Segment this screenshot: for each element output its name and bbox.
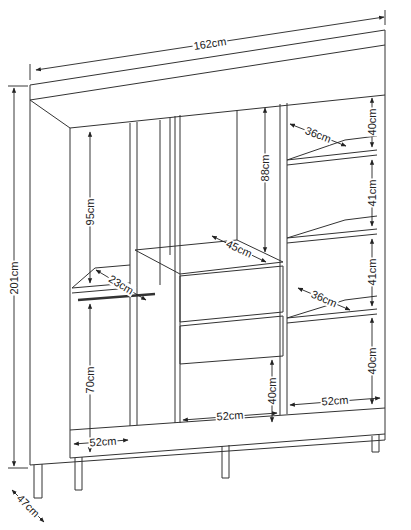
plinth [70, 408, 385, 458]
divider-center-left [175, 115, 180, 423]
dimension-label: 88cm [260, 154, 271, 183]
left-side-inner [70, 128, 71, 458]
dimension-lines [8, 10, 385, 522]
dimension-label: 45cm [224, 238, 255, 260]
dimension-label: 47cm [14, 492, 42, 520]
outer-outline [30, 30, 385, 465]
dimension-label: 52cm [215, 410, 245, 423]
dimension-label: 40cm [367, 108, 378, 137]
drawer [180, 266, 283, 322]
dimension-label: 41cm [367, 258, 378, 287]
dimension-label: 36cm [309, 288, 340, 309]
shelf [287, 216, 377, 243]
dimension-label: 162cm [192, 36, 228, 52]
dimension-label: 40cm [367, 347, 378, 376]
dimension-line [212, 236, 266, 262]
divider-right [280, 103, 287, 415]
dimension-label: 52cm [320, 395, 350, 408]
dimension-line [96, 270, 146, 300]
dimension-line [290, 124, 346, 146]
hanging-rail [78, 294, 155, 300]
extension-line [8, 86, 28, 468]
dimension-label: 41cm [367, 179, 378, 208]
dimension-line [36, 17, 384, 70]
dimension-label: 23cm [106, 273, 136, 297]
dimension-label: 70cm [85, 366, 96, 395]
dimension-label: 36cm [303, 125, 334, 146]
dimension-label: 40cm [267, 377, 278, 406]
dimension-line [12, 490, 44, 522]
dimension-line [298, 288, 350, 310]
drawer-block-top [135, 240, 283, 274]
dimension-label: 201cm [9, 260, 20, 295]
top-panel [30, 45, 385, 128]
divider-left [130, 122, 137, 426]
wardrobe-body [30, 30, 385, 498]
extension-line [30, 10, 385, 80]
leg [34, 435, 379, 498]
back-edges [160, 110, 237, 285]
drawer [180, 316, 283, 364]
dimension-label: 52cm [88, 436, 118, 449]
dimension-label: 95cm [85, 198, 96, 227]
